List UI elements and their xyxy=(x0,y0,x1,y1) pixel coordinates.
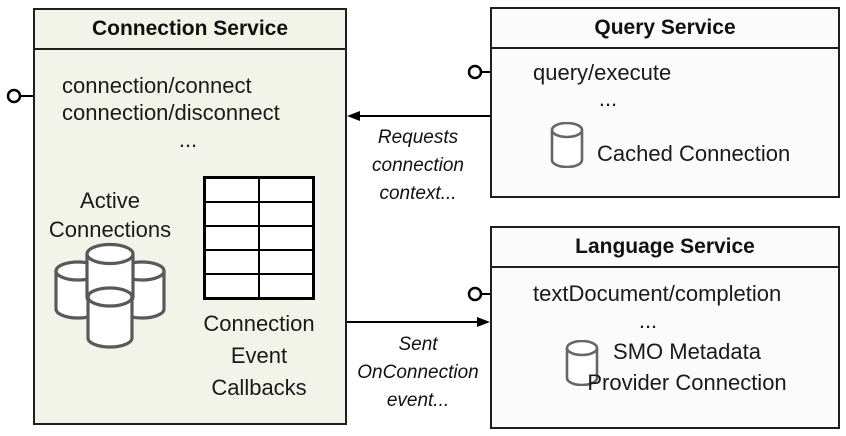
method-label: connection/connect xyxy=(62,73,252,98)
arrow-label-line: connection xyxy=(372,155,464,176)
active-connections-label: Active Connections xyxy=(40,186,180,244)
sent-arrow-icon xyxy=(346,317,490,327)
language-service-box: Language Service textDocument/completion… xyxy=(490,226,840,429)
callbacks-label-line: Connection xyxy=(203,311,315,336)
smo-label-line: Provider Connection xyxy=(587,370,787,395)
query-service-box: Query Service query/execute ... Cached C… xyxy=(490,7,840,198)
connection-service-box: Connection Service connection/connect co… xyxy=(33,8,347,425)
table-cell xyxy=(205,202,259,226)
arrow-label-line: OnConnection xyxy=(357,362,479,383)
table-cell xyxy=(205,274,259,298)
methods-ellipsis: ... xyxy=(178,127,198,152)
method-label: connection/disconnect xyxy=(62,100,280,125)
table-cell xyxy=(259,226,313,250)
callbacks-label-line: Callbacks xyxy=(211,375,307,400)
table-cell xyxy=(205,178,259,202)
table-cell xyxy=(259,202,313,226)
table-cell xyxy=(259,274,313,298)
smo-label-line: SMO Metadata xyxy=(613,339,761,364)
active-connections-label-line: Active xyxy=(80,188,140,213)
table-cell xyxy=(259,250,313,274)
language-service-title: Language Service xyxy=(492,228,838,268)
sent-onconnection-event-label: Sent OnConnection event... xyxy=(348,331,488,415)
connection-event-callbacks-label: Connection Event Callbacks xyxy=(189,308,329,404)
arrow-label-line: context... xyxy=(379,183,457,204)
database-icon xyxy=(550,122,584,168)
methods-ellipsis: ... xyxy=(638,308,658,333)
database-cluster-icon xyxy=(54,242,166,349)
methods-ellipsis: ... xyxy=(598,86,618,111)
query-service-methods: query/execute ... xyxy=(533,60,683,112)
database-icon xyxy=(565,340,599,386)
method-label: textDocument/completion xyxy=(533,281,782,306)
language-service-methods: textDocument/completion ... xyxy=(533,280,782,334)
table-cell xyxy=(205,226,259,250)
method-label: query/execute xyxy=(533,60,672,85)
arrow-label-line: Sent xyxy=(398,334,438,355)
connection-service-methods: connection/connect connection/disconnect… xyxy=(62,72,314,153)
smo-metadata-provider-label: SMO Metadata Provider Connection xyxy=(572,336,802,398)
arrow-label-line: event... xyxy=(386,390,450,411)
callbacks-label-line: Event xyxy=(230,343,288,368)
cached-connection-label: Cached Connection xyxy=(597,141,791,166)
active-connections-label-line: Connections xyxy=(48,217,172,242)
arrow-label-line: Requests xyxy=(377,127,459,148)
requests-arrow-icon xyxy=(347,111,490,121)
query-service-title: Query Service xyxy=(492,9,838,49)
connection-service-title: Connection Service xyxy=(35,10,345,50)
table-cell xyxy=(259,178,313,202)
callbacks-table-icon xyxy=(203,176,315,300)
table-cell xyxy=(205,250,259,274)
requests-connection-context-label: Requests connection context... xyxy=(348,124,488,208)
